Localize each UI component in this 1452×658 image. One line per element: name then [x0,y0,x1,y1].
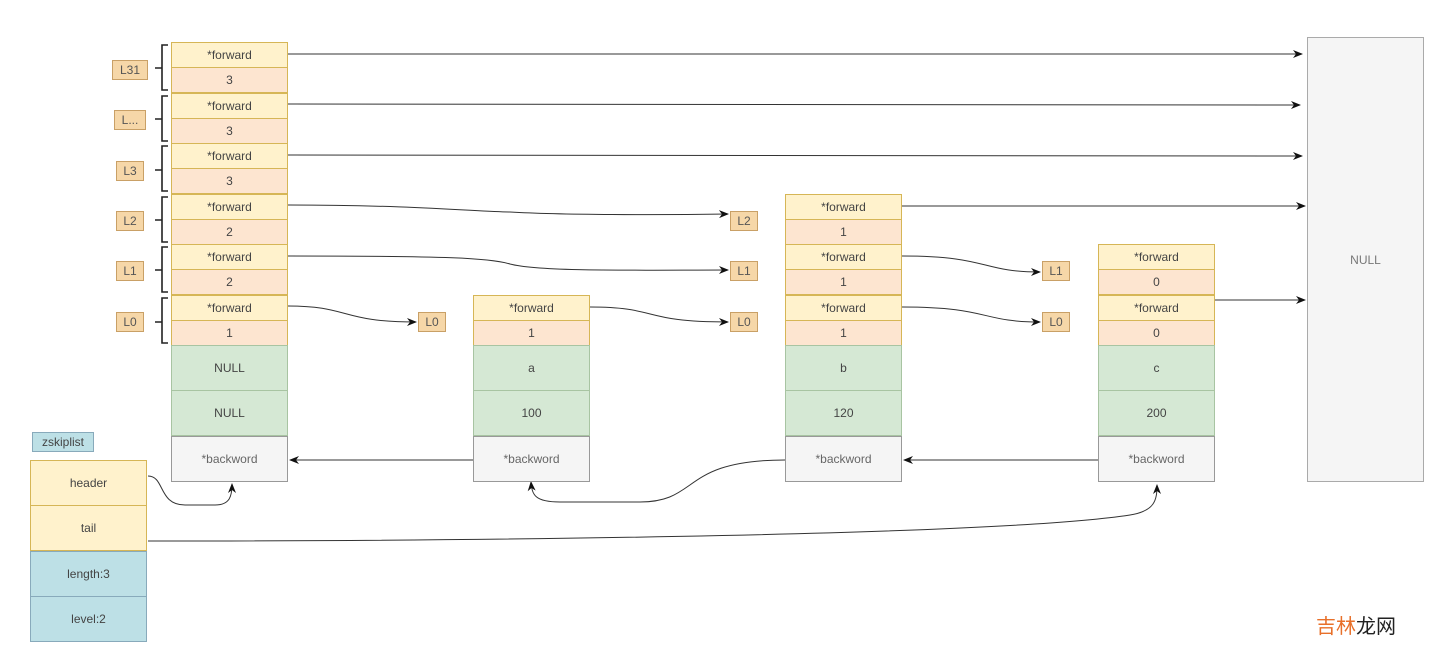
arrow-header-L3-to-null [287,151,1303,160]
node-a-span-L0: 1 [473,320,590,346]
zskiplist-level: level:2 [30,596,147,642]
header-forward-L1: *forward [171,244,288,270]
node-c-backward: *backword [1098,436,1215,482]
level-tag-Lx: L... [114,110,146,130]
zskiplist-length: length:3 [30,551,147,597]
header-span-L3: 3 [171,168,288,194]
watermark-part1: 吉林 [1316,614,1356,638]
header-span-L0: 1 [171,320,288,346]
arrow-a-L0-to-b [589,306,729,326]
arrow-b-L1-to-c [901,255,1041,276]
node-b-span-L0: 1 [785,320,902,346]
header-forward-Lx: *forward [171,93,288,119]
level-brackets [155,44,168,344]
node-c-score: 200 [1098,390,1215,436]
node-b-forward-L0: *forward [785,295,902,321]
node-a-obj: a [473,345,590,391]
level-tag-L0: L0 [116,312,144,332]
header-forward-L2: *forward [171,194,288,220]
node-b-score: 120 [785,390,902,436]
node-a-incoming-L0: L0 [418,312,446,332]
arrow-header-L1-to-b [287,255,729,275]
node-c-incoming-L0: L0 [1042,312,1070,332]
node-b-obj: b [785,345,902,391]
header-span-L31: 3 [171,67,288,93]
header-forward-L31: *forward [171,42,288,68]
header-backward: *backword [171,436,288,482]
node-b-span-L2: 1 [785,219,902,245]
node-b-backward: *backword [785,436,902,482]
level-tag-L3: L3 [116,161,144,181]
node-c-forward-L1: *forward [1098,244,1215,270]
arrow-header-Lx-to-null [287,100,1301,109]
header-forward-L3: *forward [171,143,288,169]
header-forward-L0: *forward [171,295,288,321]
node-b-incoming-L2: L2 [730,211,758,231]
watermark-part2: 龙网 [1356,614,1396,638]
arrow-header-L0-to-a [287,305,417,326]
node-a-score: 100 [473,390,590,436]
node-b-incoming-L1: L1 [730,261,758,281]
zskiplist-header: header [30,460,147,506]
header-span-L2: 2 [171,219,288,245]
header-span-L1: 2 [171,269,288,295]
watermark: 吉林龙网 [1316,610,1396,639]
arrow-b-L0-to-c [901,306,1041,326]
node-a-backward: *backword [473,436,590,482]
node-b-incoming-L0: L0 [730,312,758,332]
node-c-incoming-L1: L1 [1042,261,1070,281]
zskiplist-tail: tail [30,505,147,551]
arrow-zskiplist-tail [147,484,1161,542]
header-obj: NULL [171,345,288,391]
header-span-Lx: 3 [171,118,288,144]
node-b-forward-L2: *forward [785,194,902,220]
node-a-forward-L0: *forward [473,295,590,321]
node-c-forward-L0: *forward [1098,295,1215,321]
level-tag-L31: L31 [112,60,148,80]
arrow-header-L2-to-b [287,204,729,219]
zskiplist-tag: zskiplist [32,432,94,452]
node-c-span-L1: 0 [1098,269,1215,295]
level-tag-L1: L1 [116,261,144,281]
level-tag-L2: L2 [116,211,144,231]
node-c-obj: c [1098,345,1215,391]
node-c-span-L0: 0 [1098,320,1215,346]
header-score: NULL [171,390,288,436]
node-b-span-L1: 1 [785,269,902,295]
null-terminal: NULL [1307,37,1424,482]
node-b-forward-L1: *forward [785,244,902,270]
